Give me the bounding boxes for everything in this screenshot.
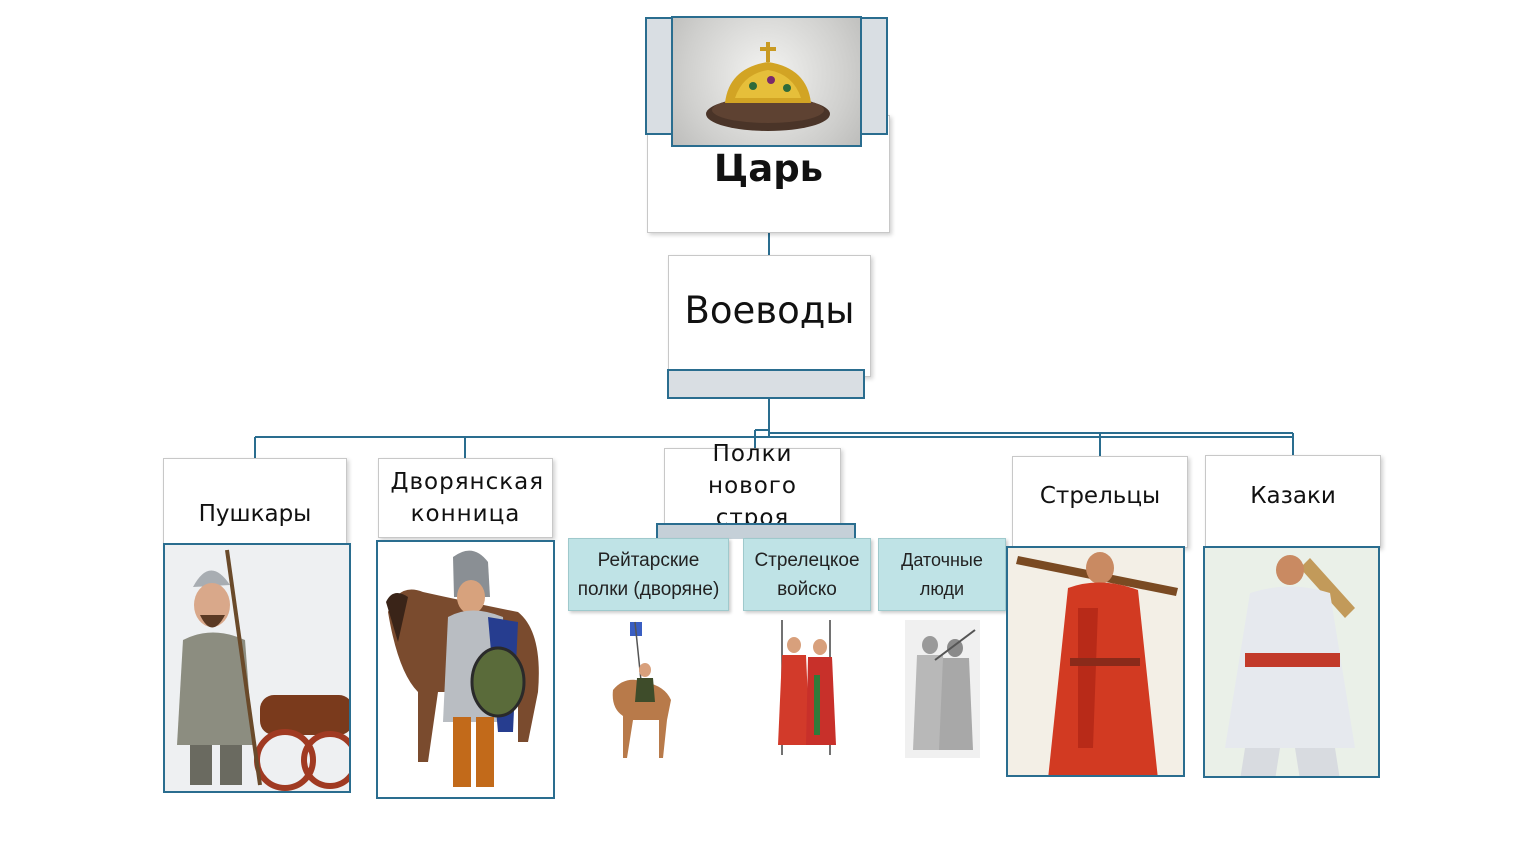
kazaki-node: Казаки	[1205, 455, 1381, 548]
polki-node: Полки нового строя	[664, 441, 841, 531]
kazaki-image	[1203, 546, 1380, 778]
crown-icon	[706, 42, 830, 131]
pushkary-node: Пушкары	[163, 458, 347, 548]
tsar-label: Царь	[713, 147, 824, 190]
voevody-bar	[667, 369, 865, 399]
pushkar-image	[163, 543, 351, 793]
streltsy-figure	[1016, 552, 1178, 775]
voevody-label: Воеводы	[684, 288, 855, 332]
reitar-image	[605, 620, 685, 760]
cavalry-figure	[386, 550, 539, 787]
polki-label: Полки нового строя	[708, 441, 797, 531]
dvoryanskaya-node: Дворянская конница	[378, 458, 553, 538]
streltsy-small-figure	[778, 620, 836, 755]
reitar-figure	[612, 621, 671, 758]
datochnye-image	[905, 620, 980, 758]
reitarskie-label: Рейтарские полки (дворяне)	[577, 549, 720, 600]
voevody-node: Воеводы	[668, 255, 871, 377]
datochnye-figure	[913, 629, 976, 750]
polki-bar	[656, 523, 856, 539]
kazak-figure	[1225, 555, 1355, 776]
reitarskie-node: Рейтарские полки (дворяне)	[568, 538, 729, 611]
streletskoe-label: Стрелецкое войско	[754, 549, 860, 600]
streltsy-label: Стрельцы	[1039, 483, 1161, 509]
crown-image	[671, 16, 862, 147]
datochnye-node: Даточные люди	[878, 538, 1006, 611]
dvoryanskaya-label: Дворянская конница	[390, 469, 545, 527]
kazaki-label: Казаки	[1250, 483, 1336, 509]
datochnye-label: Даточные люди	[901, 549, 983, 599]
streletskoe-node: Стрелецкое войско	[743, 538, 871, 611]
pushkar-figure	[177, 549, 349, 791]
pushkary-label: Пушкары	[198, 501, 312, 527]
streltsy-small-image	[770, 615, 845, 763]
streltsy-image	[1006, 546, 1185, 777]
cavalry-image	[376, 540, 555, 799]
streltsy-node: Стрельцы	[1012, 456, 1188, 548]
